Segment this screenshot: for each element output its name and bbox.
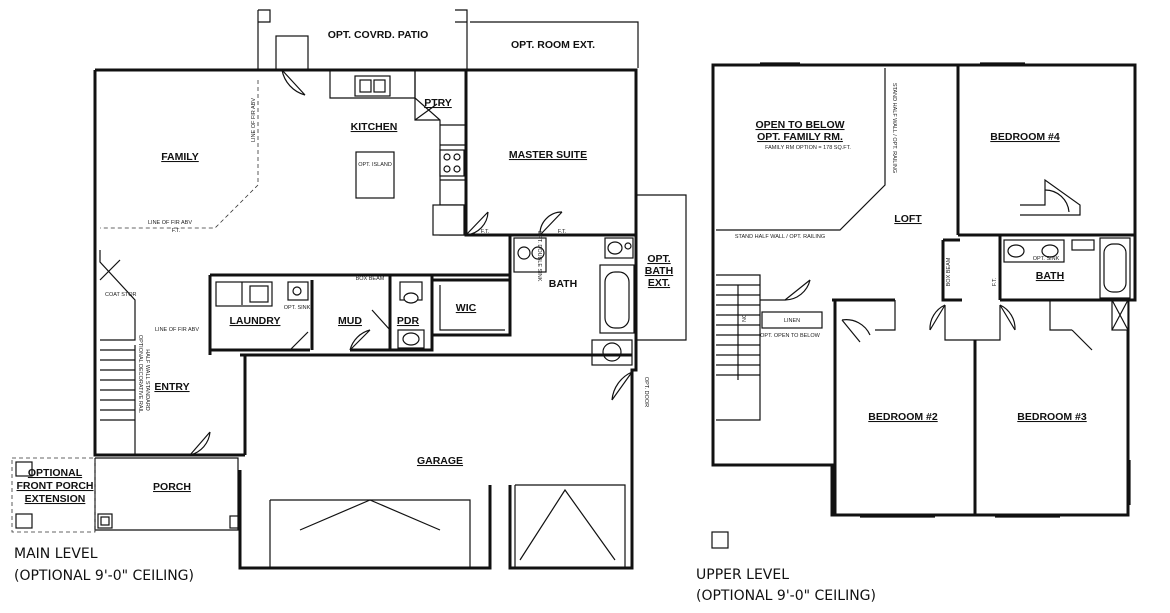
note-ft-master: F.T. [481,229,490,235]
label-loft: LOFT [894,213,922,225]
note-ft-bath: F.T. [558,229,567,235]
note-ft-family: F.T. [172,228,181,234]
label-pdr: PDR [397,315,420,327]
label-upper-bath: BATH [1036,270,1064,282]
label-garage: GARAGE [417,455,463,467]
note-box-beam: BOX BEAM [356,276,385,282]
label-island: OPT. ISLAND [358,162,392,168]
note-half-wall-rail: STAND HALF WALL / OPT. RAILING [735,234,825,240]
label-porch: PORCH [153,481,191,493]
label-bedroom4: BEDROOM #4 [990,131,1060,143]
label-opt-family: OPT. FAMILY RM. [757,131,843,143]
label-kitchen: KITCHEN [351,121,398,133]
label-pantry: PTRY [424,97,452,109]
note-dn: DN [740,314,746,322]
label-bedroom2: BEDROOM #2 [868,411,938,423]
note-fir-abv-h: LINE OF FIR ABV [148,220,192,226]
note-fir-abv-v: LINE OF FIR ABV [251,98,257,142]
note-upper-ft: F.T. [992,277,998,286]
note-opt-open-below: OPT. OPEN TO BELOW [760,333,821,339]
label-master-suite: MASTER SUITE [509,149,587,161]
caption-upper-level: UPPER LEVEL [696,567,789,583]
label-bath-ext-1: OPT. [647,253,670,265]
label-entry: ENTRY [154,381,189,393]
label-laundry: LAUNDRY [230,315,281,327]
label-bedroom3: BEDROOM #3 [1017,411,1087,423]
note-coat-stor: COAT STOR [105,292,137,298]
note-half-wall-rail-v: STAND HALF WALL / OPT. RAILING [891,83,897,173]
caption-upper-ceiling: (OPTIONAL 9'-0" CEILING) [696,588,876,604]
note-opt-rail: OPTIONAL DECORATIVE RAIL [137,335,143,413]
label-front-porch-3: EXTENSION [25,493,86,505]
note-opt-door: OPT. DOOR [643,377,649,407]
label-family: FAMILY [161,151,199,163]
main-level-plan [11,9,687,570]
upper-level-labels: OPEN TO BELOW OPT. FAMILY RM. FAMILY RM … [696,83,1087,604]
note-upper-opt-sink: OPT. SINK [1033,256,1060,262]
label-mud: MUD [338,315,362,327]
note-line-abv: LINE OF FIR ABV [155,327,199,333]
label-wic: WIC [456,302,477,314]
label-bath-ext-3: EXT. [648,277,670,289]
note-half-wall: HALF WALL STANDARD [144,349,150,411]
caption-main-level: MAIN LEVEL [14,546,98,562]
label-patio: OPT. COVRD. PATIO [328,29,429,41]
label-room-ext: OPT. ROOM EXT. [511,39,595,51]
label-front-porch-1: OPTIONAL [28,467,83,479]
label-bath-ext-2: BATH [645,265,673,277]
main-level-labels: OPT. COVRD. PATIO OPT. ROOM EXT. FAMILY … [14,29,673,584]
caption-main-ceiling: (OPTIONAL 9'-0" CEILING) [14,568,194,584]
note-family-option: FAMILY RM OPTION = 178 SQ.FT. [765,145,851,151]
upper-level-plan [711,62,1137,549]
label-front-porch-2: FRONT PORCH [17,480,94,492]
note-opt-sink: OPT. SINK [284,305,311,311]
label-bath: BATH [549,278,577,290]
note-linen: LINEN [784,318,800,324]
label-open-below: OPEN TO BELOW [755,119,844,131]
note-upper-box-beam: BOX BEAM [946,257,952,286]
note-opt-double-sink: OPT. DOUBLE SINK [536,231,542,282]
